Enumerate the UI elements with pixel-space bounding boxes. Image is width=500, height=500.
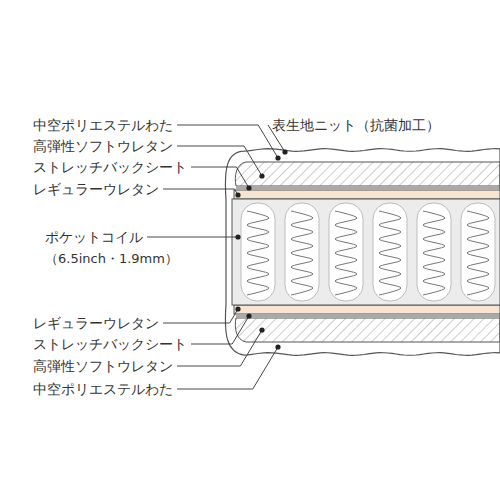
dimension-label: （6.5inch・1.9mm） (45, 250, 178, 268)
leader-dot (235, 306, 240, 311)
leader-dot (246, 185, 251, 190)
part-label: レギュラーウレタン (33, 314, 159, 332)
coil-pocket (373, 203, 407, 301)
coil-pocket (241, 203, 275, 301)
part-label: 高弾性ソフトウレタン (33, 137, 173, 155)
coil-spring (335, 211, 357, 295)
stretch-sheet (236, 188, 500, 189)
leader-dot (246, 313, 251, 318)
coil-pocket (417, 203, 451, 301)
part-label: ポケットコイル (45, 228, 143, 246)
part-label: 中空ポリエステルわた (33, 116, 173, 134)
coil-core (232, 199, 500, 305)
coil-spring (379, 211, 401, 295)
coil-spring (467, 211, 489, 295)
leader-line (177, 146, 262, 176)
leader-line (147, 237, 238, 238)
mattress-section (225, 149, 500, 356)
leader-line (163, 309, 238, 323)
leader-line (163, 189, 238, 195)
leader-line (191, 167, 249, 188)
leader-dot (282, 149, 287, 154)
leader-line (177, 330, 262, 366)
part-label: 中空ポリエステルわた (33, 380, 173, 398)
part-label: レギュラーウレタン (33, 180, 159, 198)
leader-line (177, 347, 278, 389)
coil-pocket (461, 203, 495, 301)
leader-dot (275, 155, 280, 160)
coil-pocket (329, 203, 363, 301)
stretch-sheet (236, 316, 500, 317)
leader-dot (259, 173, 264, 178)
coil-spring (247, 211, 269, 295)
soft-urethane (235, 162, 500, 186)
leader-dot (259, 327, 264, 332)
part-label: 高弾性ソフトウレタン (33, 357, 173, 375)
coil-spring (291, 211, 313, 295)
leader-dot (275, 344, 280, 349)
regular-urethane (234, 305, 500, 314)
regular-urethane (234, 190, 500, 199)
part-label: ストレッチバックシート (33, 158, 187, 176)
knit-cover (225, 149, 500, 356)
leader-line (191, 316, 249, 344)
leader-dot (235, 234, 240, 239)
part-label: ストレッチバックシート (33, 335, 187, 353)
soft-urethane (235, 318, 500, 342)
part-label: 表生地ニット（抗菌加工） (272, 116, 440, 134)
coil-spring (423, 211, 445, 295)
coil-pocket (285, 203, 319, 301)
leader-line (177, 125, 278, 158)
leader-dot (235, 192, 240, 197)
